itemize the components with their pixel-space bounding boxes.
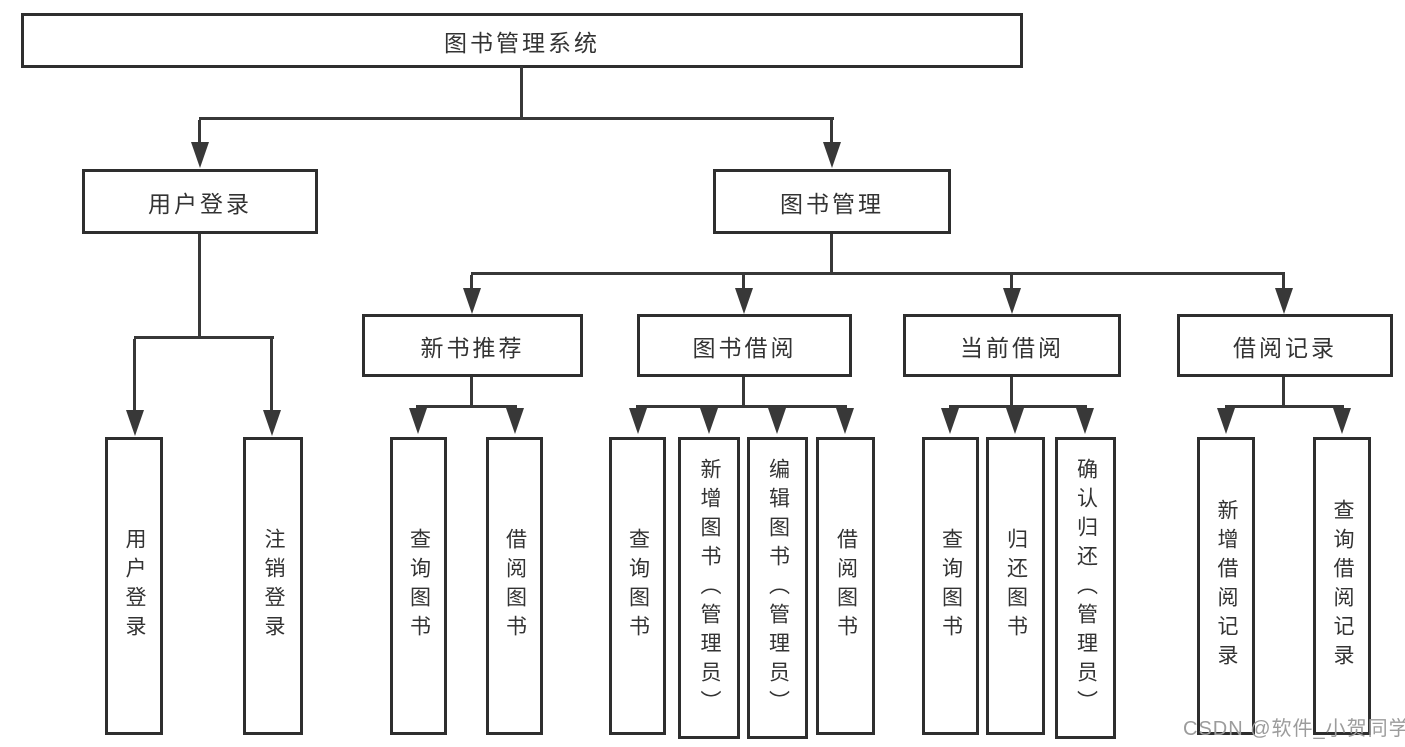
leaf-query-books-current: 查询图书 <box>922 437 979 735</box>
connector-line <box>198 120 201 144</box>
arrow-down-icon <box>191 142 209 168</box>
connector-line <box>1010 377 1013 408</box>
leaf-query-books-recommend: 查询图书 <box>390 437 447 735</box>
connector-line <box>198 234 201 338</box>
arrow-down-icon <box>735 288 753 314</box>
node-current-borrowing-label: 当前借阅 <box>960 334 1064 361</box>
node-book-borrowing: 图书借阅 <box>637 314 852 377</box>
leaf-logout: 注销登录 <box>243 437 303 735</box>
arrow-down-icon <box>506 408 524 434</box>
arrow-down-icon <box>629 408 647 434</box>
node-user-login: 用户登录 <box>82 169 318 234</box>
arrow-down-icon <box>126 410 144 436</box>
node-book-management-label: 图书管理 <box>780 190 884 217</box>
node-current-borrowing: 当前借阅 <box>903 314 1121 377</box>
leaf-edit-books-admin: 编辑图书（管理员） <box>747 437 808 739</box>
arrow-down-icon <box>823 142 841 168</box>
arrow-down-icon <box>463 288 481 314</box>
node-book-management: 图书管理 <box>713 169 951 234</box>
connector-line <box>830 120 833 144</box>
leaf-add-books-admin-label: 新增图书（管理员） <box>698 457 721 719</box>
node-borrowing-records-label: 借阅记录 <box>1233 334 1337 361</box>
arrow-down-icon <box>1275 288 1293 314</box>
connector-line <box>1010 275 1013 290</box>
connector-line <box>949 405 1087 408</box>
connector-line <box>199 117 834 120</box>
node-book-borrowing-label: 图书借阅 <box>692 334 797 361</box>
connector-line <box>520 66 523 119</box>
node-root: 图书管理系统 <box>21 13 1023 68</box>
connector-line <box>134 336 274 339</box>
leaf-confirm-return-admin: 确认归还（管理员） <box>1055 437 1116 739</box>
connector-line <box>471 272 1285 275</box>
connector-line <box>636 405 847 408</box>
connector-line <box>270 339 273 411</box>
leaf-add-books-admin: 新增图书（管理员） <box>678 437 740 739</box>
leaf-return-books-label: 归还图书 <box>1004 528 1028 644</box>
leaf-borrow-books-borrowing: 借阅图书 <box>816 437 875 735</box>
leaf-query-books-borrowing: 查询图书 <box>609 437 666 735</box>
leaf-confirm-return-admin-label: 确认归还（管理员） <box>1074 457 1098 719</box>
connector-line <box>416 405 517 408</box>
arrow-down-icon <box>1006 408 1024 434</box>
connector-line <box>133 339 136 411</box>
connector-line <box>742 377 745 408</box>
connector-line <box>470 377 473 408</box>
leaf-query-books-recommend-label: 查询图书 <box>407 528 431 644</box>
node-borrowing-records: 借阅记录 <box>1177 314 1393 377</box>
leaf-query-borrow-record: 查询借阅记录 <box>1313 437 1371 735</box>
arrow-down-icon <box>1333 408 1351 434</box>
leaf-user-login: 用户登录 <box>105 437 163 735</box>
arrow-down-icon <box>941 408 959 434</box>
node-new-book-recommend-label: 新书推荐 <box>420 334 525 361</box>
arrow-down-icon <box>1076 408 1094 434</box>
arrow-down-icon <box>836 408 854 434</box>
leaf-add-borrow-record-label: 新增借阅记录 <box>1215 499 1238 673</box>
arrow-down-icon <box>1217 408 1235 434</box>
leaf-query-borrow-record-label: 查询借阅记录 <box>1331 499 1354 673</box>
leaf-query-books-current-label: 查询图书 <box>939 528 963 644</box>
connector-line <box>742 275 745 290</box>
node-new-book-recommend: 新书推荐 <box>362 314 583 377</box>
csdn-watermark: CSDN @软件_小贺同学 <box>1183 718 1405 740</box>
arrow-down-icon <box>768 408 786 434</box>
arrow-down-icon <box>1003 288 1021 314</box>
leaf-query-books-borrowing-label: 查询图书 <box>626 528 650 644</box>
node-user-login-label: 用户登录 <box>148 190 252 217</box>
leaf-logout-label: 注销登录 <box>262 528 285 644</box>
connector-line <box>830 234 833 275</box>
leaf-add-borrow-record: 新增借阅记录 <box>1197 437 1255 735</box>
leaf-borrow-books-recommend-label: 借阅图书 <box>503 528 527 644</box>
arrow-down-icon <box>409 408 427 434</box>
arrow-down-icon <box>700 408 718 434</box>
connector-line <box>470 275 473 290</box>
connector-line <box>1282 377 1285 408</box>
leaf-return-books: 归还图书 <box>986 437 1045 735</box>
leaf-user-login-label: 用户登录 <box>123 528 146 644</box>
arrow-down-icon <box>263 410 281 436</box>
connector-line <box>1282 275 1285 290</box>
connector-line <box>1225 405 1344 408</box>
leaf-borrow-books-recommend: 借阅图书 <box>486 437 543 735</box>
leaf-borrow-books-borrowing-label: 借阅图书 <box>834 528 858 644</box>
leaf-edit-books-admin-label: 编辑图书（管理员） <box>766 457 790 719</box>
node-root-label: 图书管理系统 <box>444 29 600 56</box>
